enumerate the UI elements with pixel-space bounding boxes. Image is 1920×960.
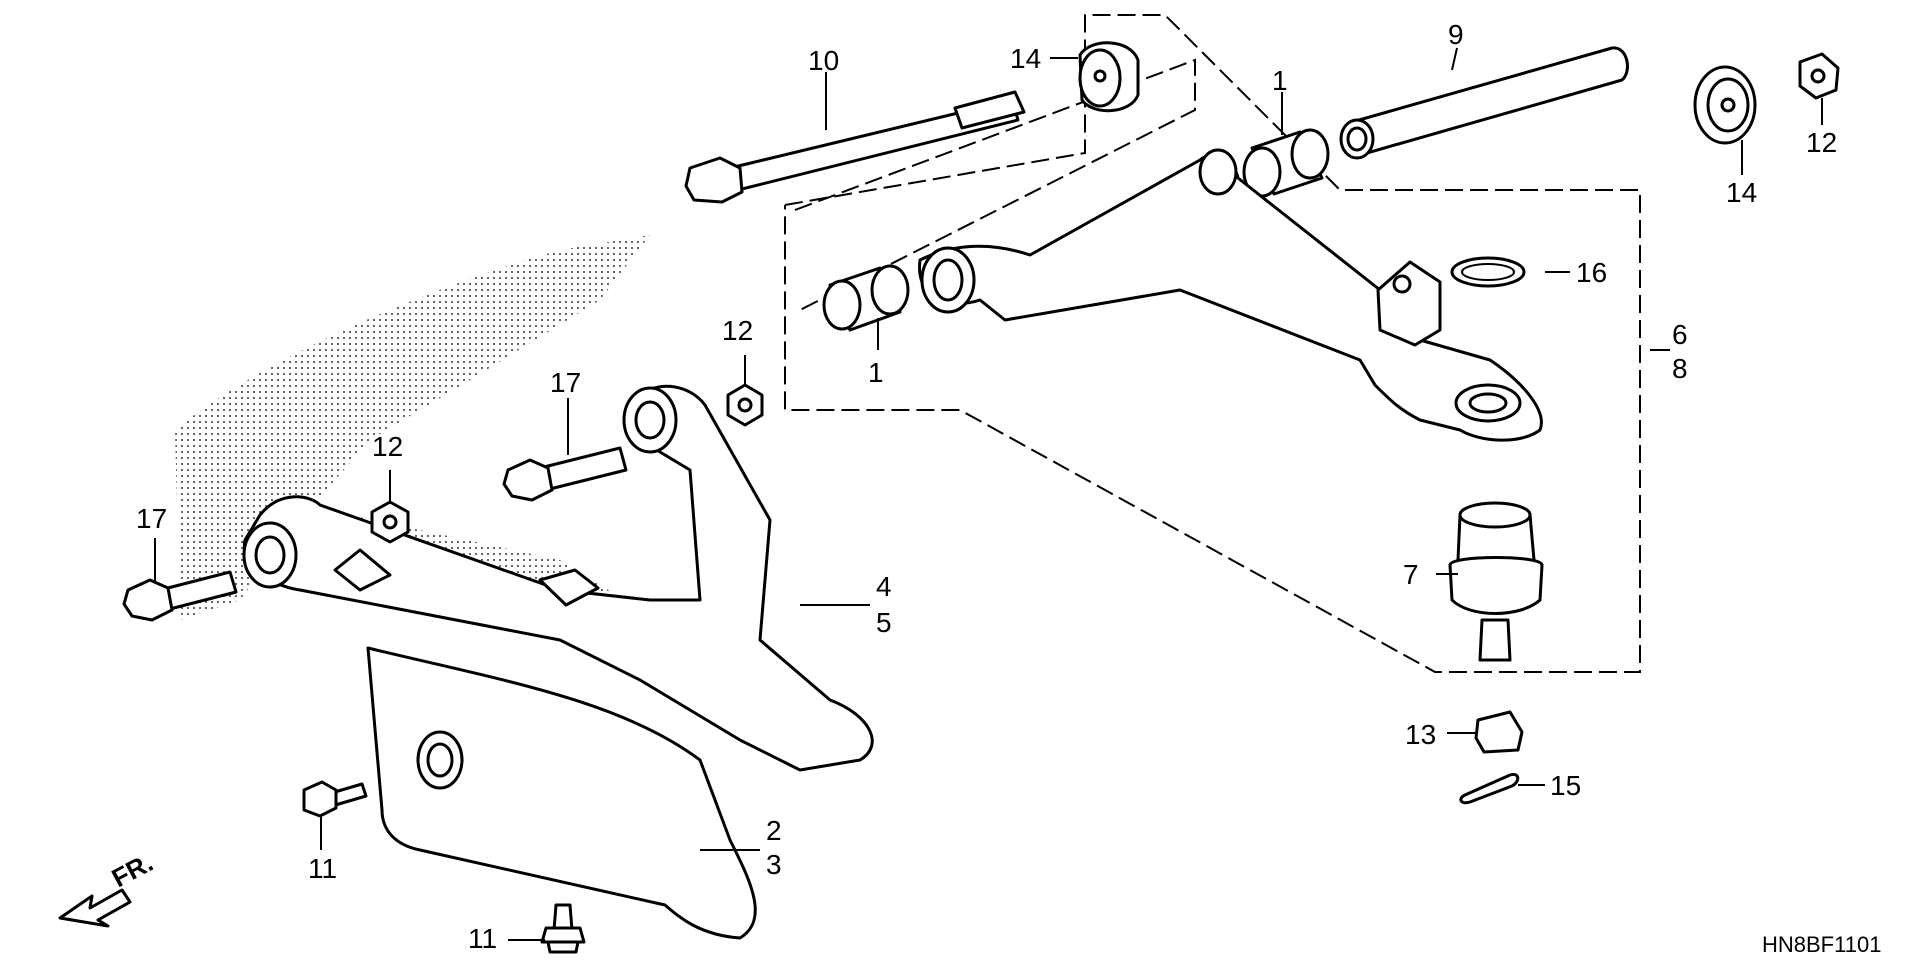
callout-labels: 10 14 1 9 12 14 16 6 8 1 12 17 12 17 7 4… [136, 19, 1837, 954]
callout-12-left: 12 [372, 431, 403, 462]
callout-12-mid: 12 [722, 315, 753, 346]
front-direction-label: FR. [107, 847, 158, 893]
part-10-long-bolt [684, 90, 1026, 204]
callout-5: 5 [876, 607, 892, 638]
callout-17-left: 17 [136, 503, 167, 534]
part-13-castle-nut [1474, 710, 1524, 754]
part-1-collar-top [1242, 128, 1330, 198]
part-17-bolt-left [122, 570, 238, 622]
part-7-ball-joint [1448, 501, 1544, 662]
part-2-3-guard-plate [366, 646, 757, 940]
part-16-snap-ring [1450, 256, 1526, 288]
upper-arm-assembly-bracket [784, 14, 1641, 673]
part-14-bushing-left [1078, 41, 1140, 113]
part-6-8-upper-arm [918, 148, 1543, 442]
callout-14-left: 14 [1010, 43, 1041, 74]
part-12-nut-right [1798, 52, 1840, 100]
part-17-bolt-mid [502, 446, 628, 502]
diagram-code: HN8BF1101 [1762, 932, 1881, 957]
callout-8: 8 [1672, 353, 1688, 384]
callout-7: 7 [1403, 559, 1419, 590]
leader-lines [154, 47, 1823, 941]
callout-1-top: 1 [1272, 65, 1288, 96]
part-14-bushing-right [1693, 65, 1757, 145]
part-12-nut-left [370, 500, 410, 544]
part-11-bolt-bottom [540, 903, 586, 954]
callout-1-bottom: 1 [868, 357, 884, 388]
callout-10: 10 [808, 45, 839, 76]
part-4-5-lower-arm [242, 384, 874, 772]
callout-2: 2 [766, 815, 782, 846]
callout-16: 16 [1576, 257, 1607, 288]
callout-15: 15 [1550, 770, 1581, 801]
callout-9: 9 [1448, 19, 1464, 50]
part-12-nut-mid [726, 383, 764, 427]
callout-12-right: 12 [1806, 127, 1837, 158]
callout-14-right: 14 [1726, 177, 1757, 208]
callout-11-left: 11 [308, 853, 337, 884]
callout-17-mid: 17 [550, 367, 581, 398]
part-15-cotter-pin [1459, 772, 1520, 805]
callout-3: 3 [766, 849, 782, 880]
callout-13: 13 [1405, 719, 1436, 750]
callout-6: 6 [1672, 319, 1688, 350]
front-direction-arrow-icon [58, 888, 132, 928]
callout-4: 4 [876, 571, 892, 602]
part-9-pipe [1339, 46, 1629, 160]
part-1-collar-bottom [822, 264, 910, 332]
callout-11-bottom: 11 [468, 923, 497, 954]
part-11-bolt-left [302, 780, 368, 818]
